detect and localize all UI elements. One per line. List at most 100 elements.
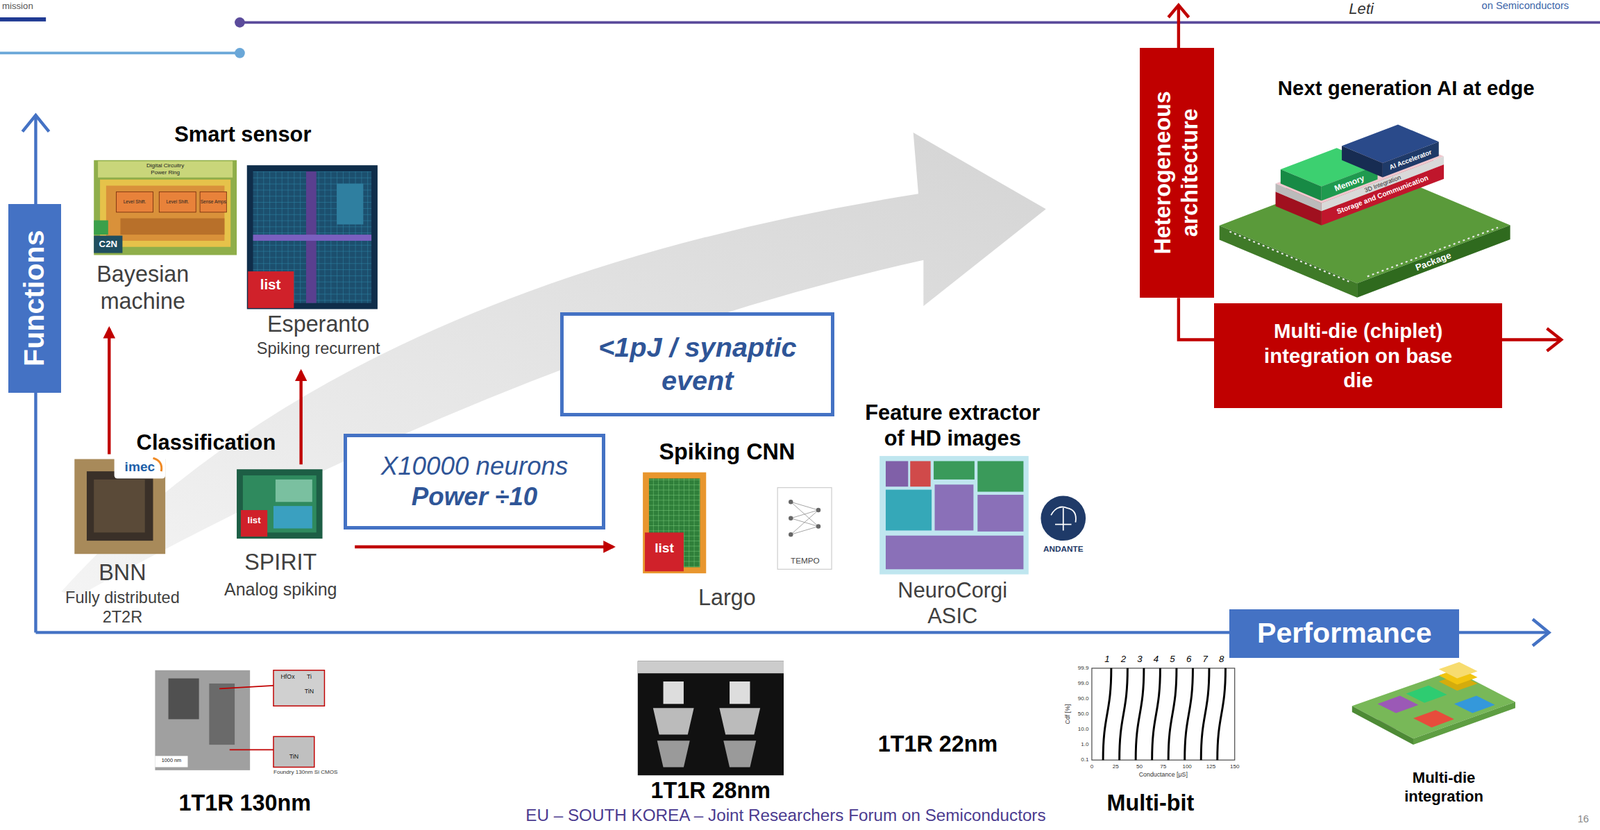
distribution-chart bbox=[1184, 668, 1194, 761]
scale-bar-label: 1000 nm bbox=[161, 758, 182, 765]
project-logo bbox=[790, 526, 819, 536]
tick-label: 50 bbox=[1136, 763, 1143, 771]
microscope-image bbox=[637, 661, 784, 777]
microscope-image bbox=[653, 708, 695, 735]
page-number: 16 bbox=[1577, 813, 1589, 827]
series-number: 8 bbox=[1218, 653, 1224, 665]
chip-photo bbox=[247, 271, 294, 309]
chip-photo bbox=[236, 469, 323, 539]
project-logo bbox=[1040, 495, 1086, 541]
distribution-chart bbox=[1119, 668, 1128, 761]
footer-text: EU – SOUTH KOREA – Joint Researchers For… bbox=[525, 805, 1046, 826]
tick-label: 0.1 bbox=[1080, 756, 1089, 764]
group-heading: Smart sensor bbox=[174, 121, 311, 148]
series-number: 1 bbox=[1104, 653, 1110, 665]
direction-arrow bbox=[1168, 4, 1189, 18]
tick-label: 90.0 bbox=[1078, 695, 1090, 703]
microscope-image bbox=[229, 749, 274, 752]
logo-text: list bbox=[247, 515, 261, 527]
node-text: Analog spiking bbox=[208, 579, 352, 601]
package-illustration bbox=[1229, 231, 1349, 282]
package-illustration bbox=[1377, 696, 1419, 714]
project-logo bbox=[1040, 495, 1086, 541]
package-illustration bbox=[1280, 169, 1322, 201]
tick-label: 0 bbox=[1090, 763, 1094, 771]
series-number: 4 bbox=[1153, 653, 1159, 665]
layer-label: AI Accelerator bbox=[1388, 147, 1433, 172]
tick-label: 10.0 bbox=[1078, 726, 1090, 734]
logo-text: imec bbox=[124, 459, 156, 476]
node-text: Largo bbox=[617, 584, 837, 612]
chip-photo bbox=[642, 472, 706, 575]
tick-label: 25 bbox=[1112, 763, 1119, 771]
tick-label: 0 bbox=[1090, 763, 1094, 771]
header-rule bbox=[0, 52, 240, 55]
logo-text: list bbox=[260, 276, 282, 294]
node-text: Spiking recurrent bbox=[236, 338, 400, 359]
connector-group bbox=[108, 328, 613, 547]
microscope-image bbox=[273, 670, 325, 706]
distribution-chart bbox=[1091, 668, 1235, 761]
node-text: Performance bbox=[1257, 616, 1433, 651]
package-illustration bbox=[1406, 685, 1448, 704]
chip-block-label: Level Shift. bbox=[123, 199, 147, 205]
node-text: Power ÷10 bbox=[411, 481, 538, 513]
group-heading: Smart sensor bbox=[174, 121, 311, 148]
chip-photo bbox=[247, 165, 378, 309]
series-number: 4 bbox=[1153, 653, 1159, 665]
microscope-image bbox=[168, 678, 200, 720]
chip-photo bbox=[93, 220, 109, 236]
technology-label: 1T1R 22nm bbox=[878, 730, 999, 759]
header-rule bbox=[0, 17, 46, 22]
chip-node: Feature extractor of HD imagesNeuroCorgi… bbox=[857, 399, 1047, 631]
microscope-image bbox=[657, 740, 690, 768]
package-illustration bbox=[1454, 696, 1496, 714]
chip-node: Bayesian machine bbox=[81, 260, 205, 325]
chip-photo bbox=[93, 160, 237, 256]
chip-photo bbox=[242, 475, 317, 533]
package-illustration bbox=[1352, 662, 1516, 745]
chip-photo bbox=[253, 234, 373, 241]
note: Foundry 130nm Si CMOS bbox=[273, 769, 339, 777]
header-text: on Semiconductors bbox=[1481, 0, 1569, 13]
node-text: Bayesian machine bbox=[81, 260, 205, 316]
series-number: 7 bbox=[1202, 653, 1208, 665]
axis-title-box: Performance bbox=[1229, 609, 1460, 659]
project-logo bbox=[790, 510, 819, 535]
tick-label: 1.0 bbox=[1080, 741, 1089, 749]
microscope-image bbox=[208, 683, 235, 745]
project-logo bbox=[777, 487, 832, 570]
logo-text: TEMPO bbox=[790, 556, 820, 566]
direction-box: Heterogeneous architecture bbox=[1139, 47, 1215, 298]
footer-text: EU – SOUTH KOREA – Joint Researchers For… bbox=[525, 805, 1046, 826]
tick-label: 150 bbox=[1230, 763, 1240, 771]
microscope-image bbox=[154, 670, 325, 771]
chip-photo bbox=[247, 165, 378, 309]
distribution-chart bbox=[1091, 668, 1235, 761]
tick-label: 25 bbox=[1112, 763, 1119, 771]
node-heading: SPIRIT bbox=[208, 549, 352, 577]
chip-photo bbox=[910, 460, 931, 487]
distribution-chart bbox=[1152, 668, 1161, 761]
series-number: 8 bbox=[1218, 653, 1224, 665]
chip-photo bbox=[885, 490, 932, 532]
node-text: NeuroCorgi ASIC bbox=[876, 577, 1030, 629]
tick-label: 125 bbox=[1206, 763, 1216, 771]
direction-box: Multi-die (chiplet) integration on base … bbox=[1214, 303, 1503, 409]
scale-bar-label: 1000 nm bbox=[161, 758, 182, 765]
direction-arrow bbox=[1547, 328, 1562, 351]
chip-photo bbox=[93, 160, 237, 256]
chip-block-label: Power Ring bbox=[150, 169, 180, 177]
chip-node: EsperantoSpiking recurrent bbox=[236, 310, 400, 368]
chip-photo bbox=[644, 532, 684, 572]
chip-photo bbox=[253, 171, 373, 304]
header-text: mission bbox=[2, 0, 34, 12]
series-number: 7 bbox=[1202, 653, 1208, 665]
axis-label: Cdf [%] bbox=[1063, 704, 1072, 725]
header-text: mission bbox=[2, 0, 34, 12]
series-number: 1 bbox=[1104, 653, 1110, 665]
logo-text: list bbox=[654, 540, 675, 557]
node-heading: BNN bbox=[45, 559, 200, 587]
distribution-chart bbox=[1135, 668, 1144, 761]
